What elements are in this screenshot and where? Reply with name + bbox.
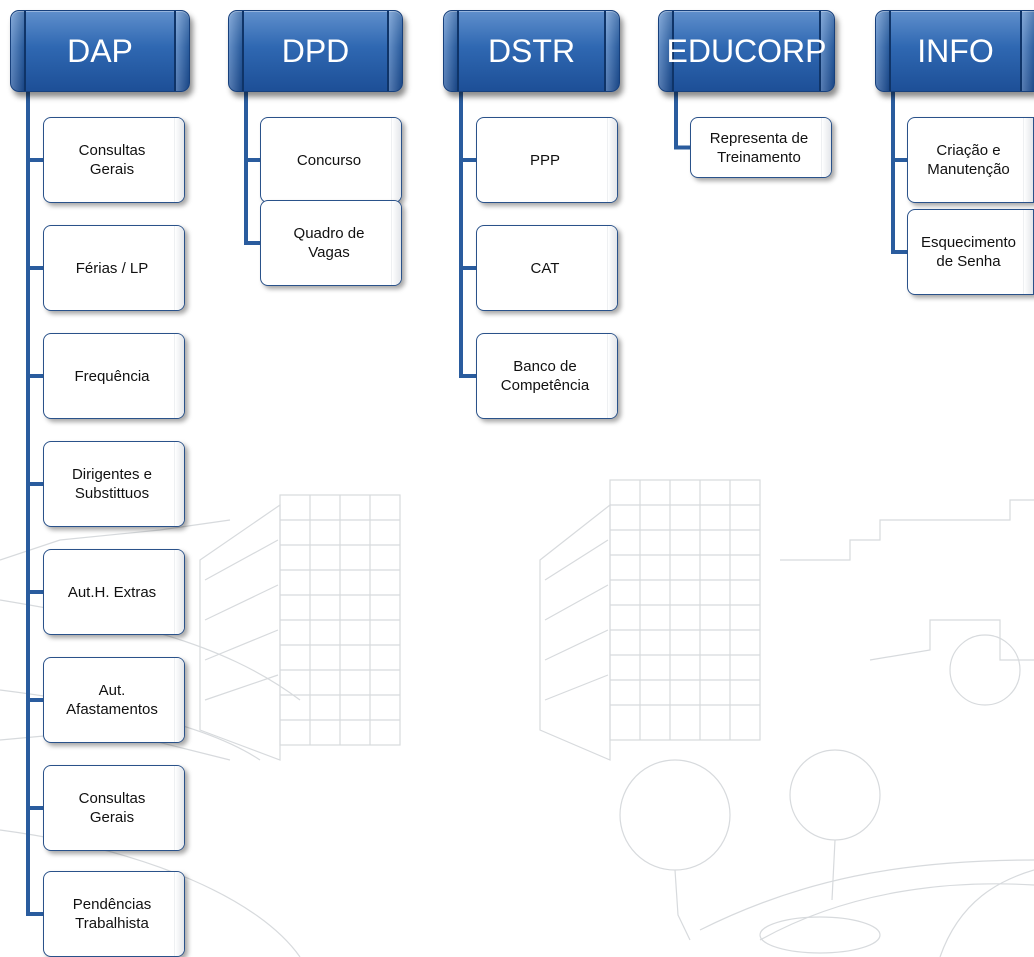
item-concurso: Concurso — [260, 117, 402, 203]
item-banco-de-competencia: Banco de Competência — [476, 333, 618, 419]
department-label-dstr: DSTR — [487, 32, 576, 69]
item-consultas-gerais: Consultas Gerais — [43, 117, 185, 203]
item-ppp: PPP — [476, 117, 618, 203]
item-frequencia: Frequência — [43, 333, 185, 419]
item-dirigentes-substitutos: Dirigentes e Substittuos — [43, 441, 185, 527]
department-header-info: INFO — [875, 10, 1034, 92]
item-representa-de-treinamento: Representa de Treinamento — [690, 117, 832, 178]
department-header-educorp: EDUCORP — [658, 10, 835, 92]
item-ferias-lp: Férias / LP — [43, 225, 185, 311]
item-criacao-e-manutencao: Criação e Manutenção — [907, 117, 1034, 203]
department-header-dstr: DSTR — [443, 10, 620, 92]
item-consultas-gerais-2: Consultas Gerais — [43, 765, 185, 851]
item-quadro-de-vagas: Quadro de Vagas — [260, 200, 402, 286]
department-header-dpd: DPD — [228, 10, 403, 92]
item-esquecimento-de-senha: Esquecimento de Senha — [907, 209, 1034, 295]
department-label-info: INFO — [917, 32, 994, 69]
item-aut-afastamentos: Aut. Afastamentos — [43, 657, 185, 743]
department-header-dap: DAP — [10, 10, 190, 92]
item-aut-h-extras: Aut.H. Extras — [43, 549, 185, 635]
department-label-dpd: DPD — [281, 32, 350, 69]
item-pendencias-trabalhista: Pendências Trabalhista — [43, 871, 185, 957]
item-cat: CAT — [476, 225, 618, 311]
department-label-dap: DAP — [67, 32, 133, 69]
department-label-educorp: EDUCORP — [666, 32, 827, 69]
